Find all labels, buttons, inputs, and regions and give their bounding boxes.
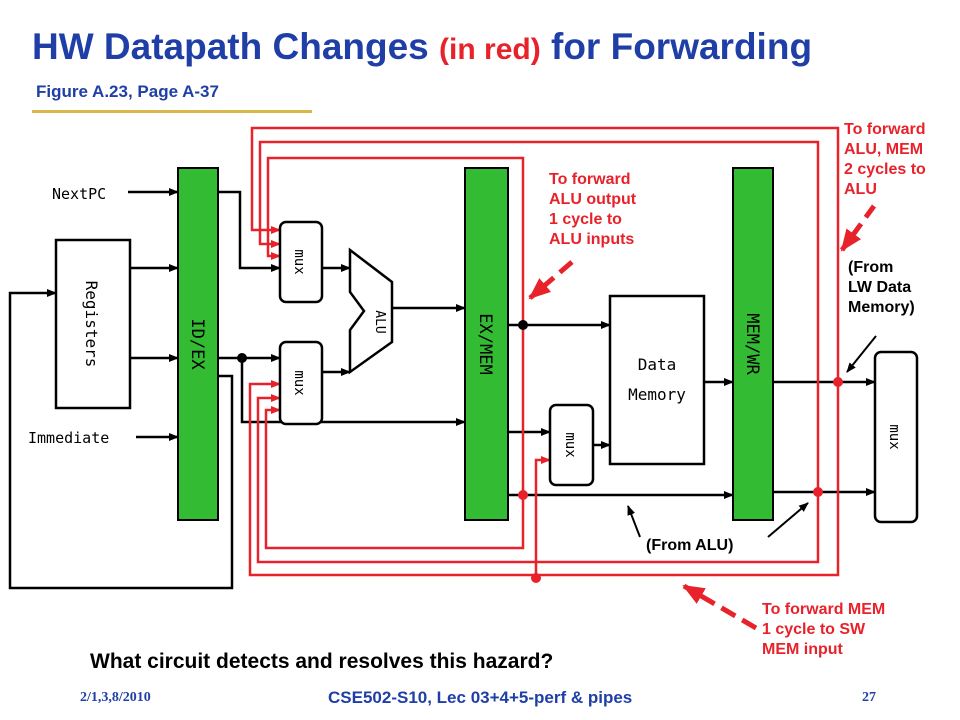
mux-a-label: mux: [291, 249, 307, 274]
title-red-part: (in red): [439, 33, 541, 66]
mux-mem-label: mux: [562, 432, 578, 457]
fwd-exmem-to-muxb: [264, 406, 525, 550]
idex-to-muxa-wire: [218, 190, 281, 272]
ex-mem-register: [464, 167, 509, 521]
ex-mem-label: EX/MEM: [475, 313, 495, 374]
title-underline: [32, 110, 312, 113]
junction-dot: [833, 377, 843, 387]
immediate-label: Immediate: [28, 429, 109, 447]
annotation-fwd-mem-1: To forward MEM 1 cycle to SW MEM input: [762, 600, 885, 660]
registers-block: [54, 238, 132, 410]
writeback-feedback-wire: [8, 289, 234, 590]
label-line: (From: [848, 259, 894, 276]
fwd-memwr-load-to-muxa: [250, 126, 840, 382]
annotation-line: 2 cycles to: [844, 161, 926, 178]
slide-title: HW Datapath Changes (in red) for Forward…: [32, 26, 812, 68]
junction-dot: [531, 573, 541, 583]
annotation-line: 1 cycle to SW: [762, 621, 866, 638]
footer-course: CSE502-S10, Lec 03+4+5-perf & pipes: [328, 688, 633, 707]
mux-writeback: [873, 350, 919, 524]
id-ex-register: [177, 167, 219, 521]
annotation-line: ALU: [844, 181, 877, 198]
title-part2: for Forwarding: [540, 26, 813, 67]
registers-label: Registers: [82, 281, 101, 368]
footer-date: 2/1,3,8/2010: [80, 690, 151, 705]
fwd-mem-to-mux3: [534, 456, 551, 578]
mux-alu-input-b: [278, 340, 324, 426]
arrow-fwd-alu-mem-2: [839, 204, 877, 252]
red-forward-wires: [248, 126, 840, 578]
fwd-memwr-load-to-muxb: [248, 380, 840, 577]
annotation-line: MEM input: [762, 641, 843, 658]
alu-label: ALU: [372, 310, 387, 333]
black-wires: [8, 188, 876, 590]
mem-wr-register: [732, 167, 774, 521]
mux-b-label: mux: [291, 370, 307, 395]
from-lw-label: (From LW Data Memory): [848, 258, 915, 318]
annotation-line: ALU inputs: [549, 231, 635, 248]
annotation-line: To forward MEM: [762, 601, 886, 618]
annotation-line: 1 cycle to: [549, 211, 622, 228]
label-line: LW Data: [848, 279, 912, 296]
from-alu-arrow-left: [627, 505, 641, 538]
alu-unit: [348, 247, 394, 375]
mux-wb-label: mux: [886, 424, 902, 449]
annotation-fwd-alu-1: To forward ALU output 1 cycle to ALU inp…: [549, 170, 636, 250]
junction-dot: [813, 487, 823, 497]
junction-dot: [518, 320, 528, 330]
data-memory-label-2: Memory: [628, 385, 686, 404]
annotation-line: ALU, MEM: [844, 141, 924, 158]
from-arrows: [627, 335, 877, 538]
from-alu-label: (From ALU): [646, 537, 734, 554]
id-ex-label: ID/EX: [187, 318, 207, 370]
from-lw-arrow: [846, 335, 877, 373]
idex-bypass-wire: [240, 358, 466, 426]
data-memory-label-1: Data: [638, 355, 677, 374]
mem-wr-label: MEM/WR: [742, 313, 762, 375]
annotation-fwd-alu-mem-2: To forward ALU, MEM 2 cycles to ALU: [844, 120, 926, 200]
mux-alu-input-a: [278, 220, 324, 304]
nextpc-label: NextPC: [52, 185, 106, 203]
arrow-fwd-alu-1: [528, 260, 574, 300]
data-memory-block: [608, 294, 706, 466]
mux-mem-data-in: [548, 403, 595, 487]
annotation-line: To forward: [549, 171, 631, 188]
label-line: Memory): [848, 299, 915, 316]
junction-dot: [518, 490, 528, 500]
annotation-line: To forward: [844, 121, 926, 138]
fwd-memwr-alu-to-muxa: [258, 140, 820, 492]
title-part1: HW Datapath Changes: [32, 26, 440, 67]
annotation-arrows: [528, 204, 877, 631]
arrow-fwd-mem-1: [682, 583, 758, 631]
annotation-line: ALU output: [549, 191, 637, 208]
page-number: 27: [862, 690, 876, 705]
slide-subtitle: Figure A.23, Page A-37: [36, 82, 219, 101]
hazard-question: What circuit detects and resolves this h…: [90, 650, 554, 673]
junction-dots: [237, 320, 843, 583]
from-alu-arrow-right: [767, 502, 809, 538]
junction-dot: [237, 353, 247, 363]
fwd-exmem-to-muxa: [266, 156, 525, 325]
fwd-memwr-alu-to-muxb: [256, 394, 820, 564]
